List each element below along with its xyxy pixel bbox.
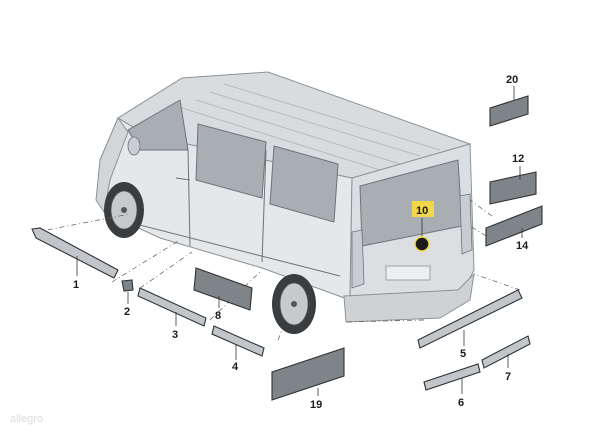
part-20-roof-film[interactable] (489, 95, 529, 127)
callout-5[interactable]: 5 (460, 348, 466, 360)
part-19-large-side-film[interactable] (271, 347, 345, 401)
callout-labels: 1 2 3 4 5 6 7 8 10 12 14 19 20 (73, 74, 529, 411)
part-7-lower-rear-trim-right[interactable] (481, 335, 531, 369)
van-rear-wheel (272, 274, 316, 334)
callout-6[interactable]: 6 (458, 397, 464, 409)
part-2-end-cap[interactable] (121, 279, 134, 292)
van-rear-bumper (343, 272, 475, 323)
callout-20[interactable]: 20 (506, 74, 518, 86)
part-8-side-film[interactable] (193, 267, 253, 311)
callout-2[interactable]: 2 (124, 306, 130, 318)
trim-parts (31, 95, 543, 401)
van-license-plate (385, 265, 431, 281)
leader-lines (76, 86, 523, 396)
callout-19[interactable]: 19 (310, 399, 322, 411)
van-rear-light-right (459, 193, 473, 255)
callout-12[interactable]: 12 (512, 153, 524, 165)
part-4-short-strip[interactable] (211, 325, 265, 357)
callout-4[interactable]: 4 (232, 361, 239, 373)
part-1-sill-trim[interactable] (31, 227, 119, 279)
roof-ribs (181, 83, 441, 171)
reference-lines (35, 199, 521, 341)
callout-14[interactable]: 14 (516, 240, 529, 252)
callout-1[interactable]: 1 (73, 279, 79, 291)
badge-icon (414, 236, 430, 252)
part-3-side-strip[interactable] (137, 287, 207, 327)
part-12-rear-film[interactable] (489, 171, 537, 205)
van-side-window-1 (195, 123, 267, 199)
callout-10-highlight (412, 201, 434, 217)
callout-3[interactable]: 3 (172, 329, 178, 341)
watermark: allegro (10, 413, 43, 425)
callout-8[interactable]: 8 (215, 310, 221, 322)
part-5-bumper-trim[interactable] (417, 289, 523, 349)
van-front-wheel (104, 182, 144, 238)
van-illustration (95, 71, 475, 334)
callout-10[interactable]: 10 (416, 205, 428, 217)
van-side-window-2 (269, 145, 339, 223)
callout-7[interactable]: 7 (505, 371, 511, 383)
van-rear-light-left (351, 229, 365, 289)
part-14-rear-film-lower[interactable] (485, 205, 543, 247)
van-front (95, 116, 129, 214)
van-mirror (127, 136, 141, 156)
part-6-lower-rear-trim[interactable] (423, 363, 481, 391)
